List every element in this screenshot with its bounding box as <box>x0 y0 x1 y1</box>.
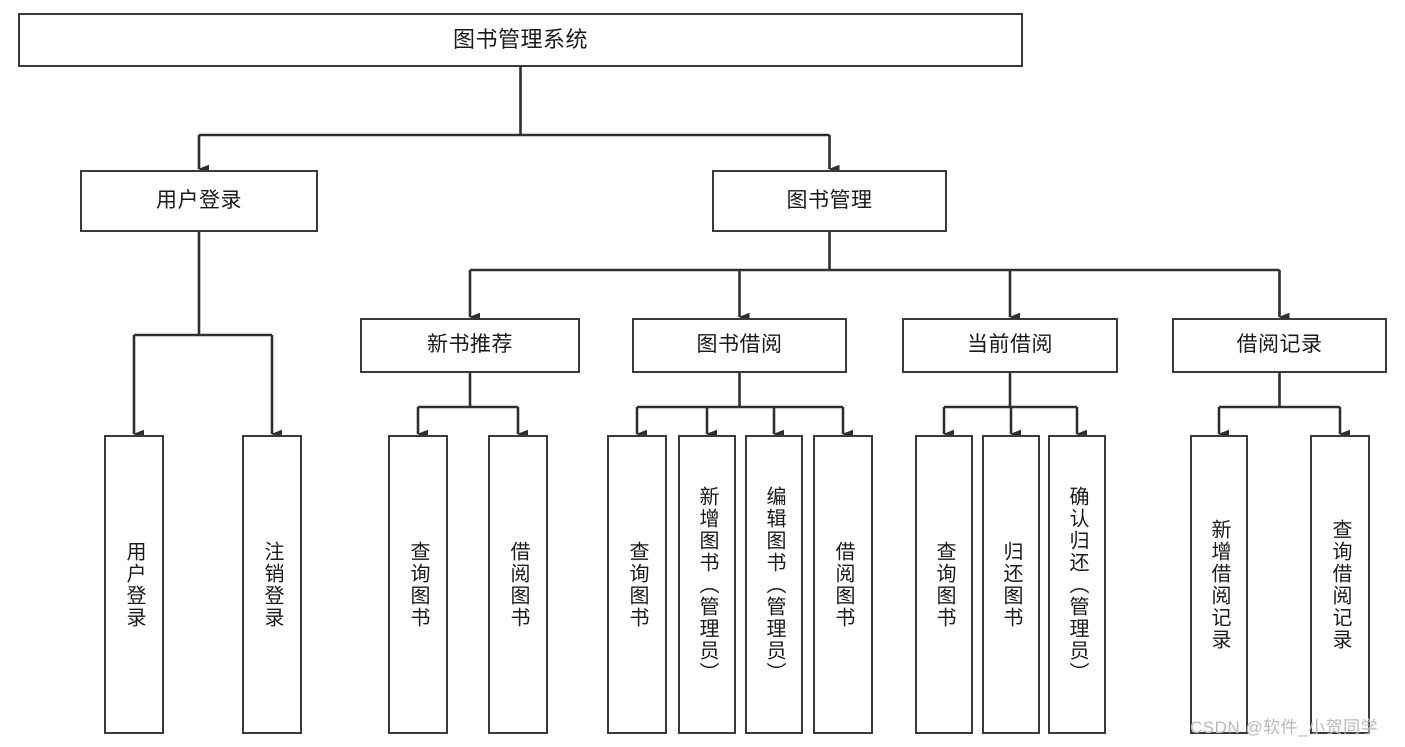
node-l4_1[interactable]: 注销登录 <box>242 435 302 734</box>
node-label: 归还图书 <box>1000 540 1022 629</box>
node-label: 借阅图书 <box>832 540 854 629</box>
node-label: 确认归还（管理员） <box>1066 485 1088 684</box>
node-label: 当前借阅 <box>967 333 1053 357</box>
node-l4_2[interactable]: 查询图书 <box>388 435 448 734</box>
node-l4_0[interactable]: 用户登录 <box>104 435 164 734</box>
node-label: 编辑图书（管理员） <box>763 485 785 684</box>
node-l4_3[interactable]: 借阅图书 <box>488 435 548 734</box>
node-l3_2[interactable]: 当前借阅 <box>902 318 1118 373</box>
node-l3_0[interactable]: 新书推荐 <box>360 318 580 373</box>
node-label: 查询图书 <box>933 540 955 629</box>
node-label: 查询图书 <box>626 540 648 629</box>
node-l4_12[interactable]: 查询借阅记录 <box>1310 435 1370 734</box>
node-label: 图书管理 <box>786 188 873 212</box>
node-label: 新书推荐 <box>427 333 513 357</box>
node-root[interactable]: 图书管理系统 <box>18 13 1023 67</box>
node-l4_11[interactable]: 新增借阅记录 <box>1190 435 1248 734</box>
node-label: 用户登录 <box>156 188 242 212</box>
node-l4_5[interactable]: 新增图书（管理员） <box>678 435 736 734</box>
node-label: 新增借阅记录 <box>1208 518 1230 651</box>
node-l2_1[interactable]: 图书管理 <box>712 170 947 232</box>
node-l4_10[interactable]: 确认归还（管理员） <box>1048 435 1106 734</box>
node-l4_6[interactable]: 编辑图书（管理员） <box>745 435 803 734</box>
node-label: 注销登录 <box>261 540 283 629</box>
node-label: 借阅图书 <box>507 540 529 629</box>
node-l4_7[interactable]: 借阅图书 <box>813 435 873 734</box>
node-label: 图书管理系统 <box>452 27 588 53</box>
node-l4_4[interactable]: 查询图书 <box>607 435 667 734</box>
node-l4_8[interactable]: 查询图书 <box>915 435 973 734</box>
node-l4_9[interactable]: 归还图书 <box>982 435 1040 734</box>
node-label: 新增图书（管理员） <box>696 485 718 684</box>
node-label: 借阅记录 <box>1236 333 1323 357</box>
node-label: 查询图书 <box>407 540 429 629</box>
node-l3_1[interactable]: 图书借阅 <box>632 318 847 373</box>
node-l3_3[interactable]: 借阅记录 <box>1172 318 1387 373</box>
node-label: 用户登录 <box>123 540 145 629</box>
node-label: 查询借阅记录 <box>1329 518 1351 651</box>
node-l2_0[interactable]: 用户登录 <box>80 170 318 232</box>
node-label: 图书借阅 <box>696 333 783 357</box>
